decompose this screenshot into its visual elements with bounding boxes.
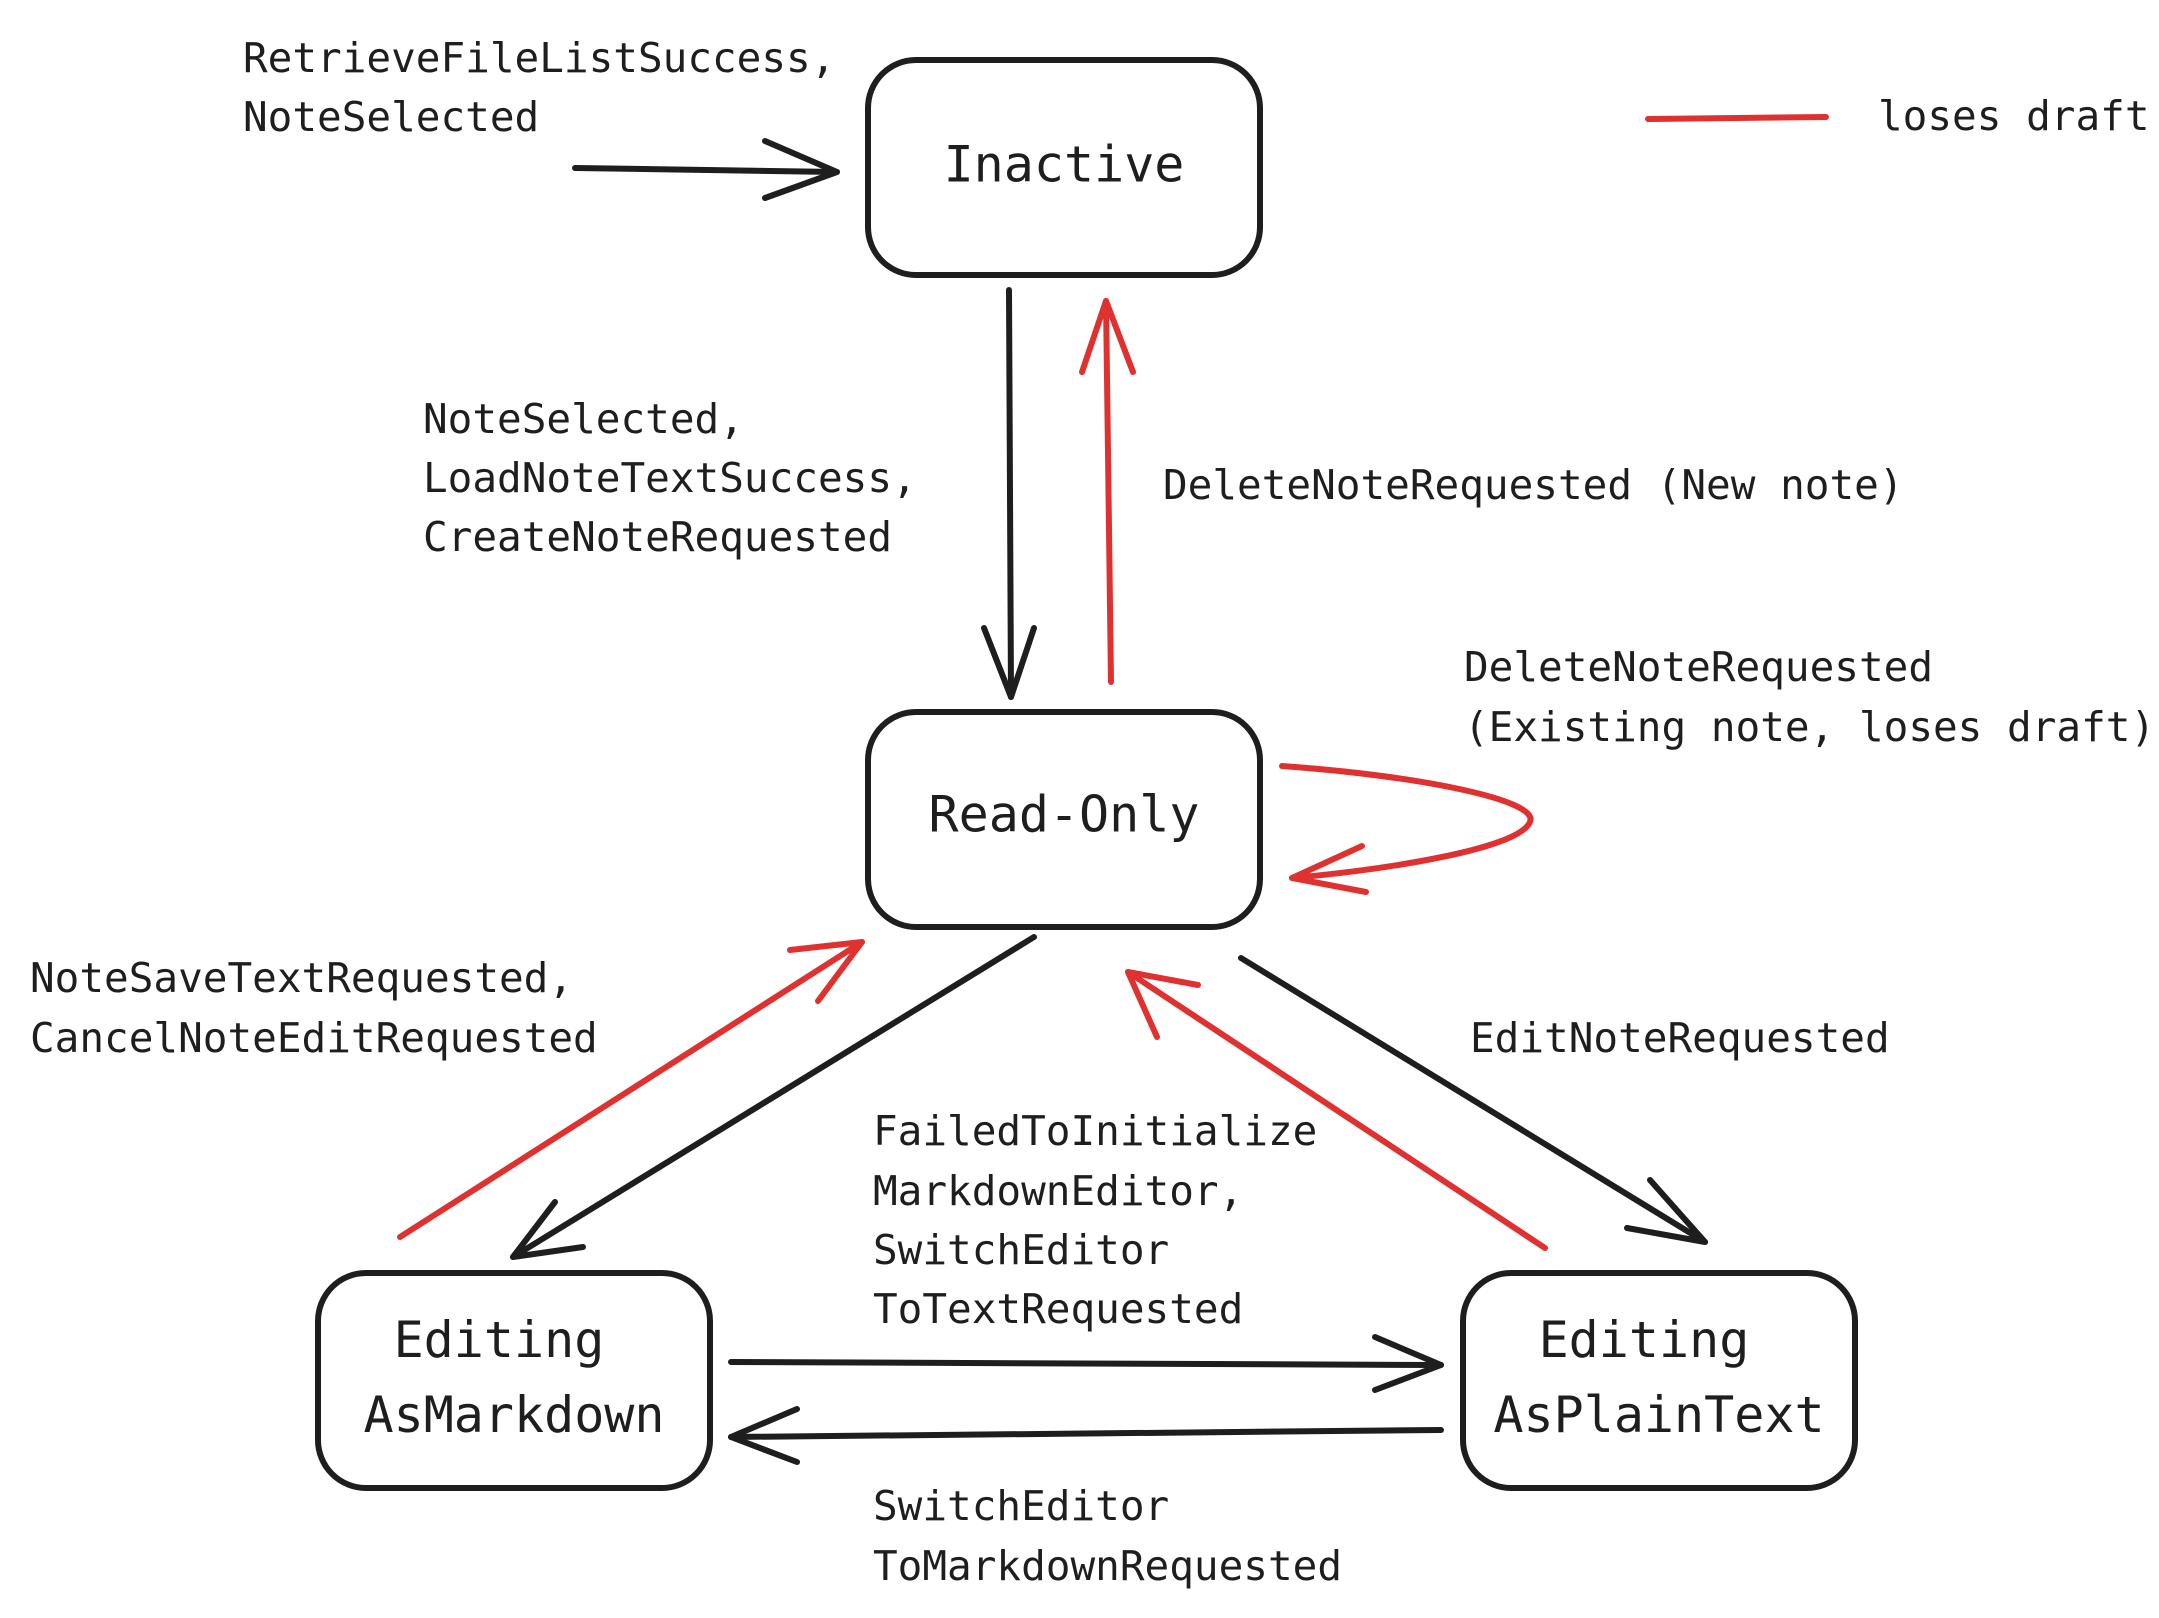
inactive-to-readonly-arrowhead	[981, 625, 1037, 700]
plaintext-to-readonly-arrow	[1125, 969, 1548, 1251]
state-inactive: Inactive	[865, 57, 1263, 278]
readonly-to-inactive-arrowhead	[1079, 298, 1136, 375]
plaintext-to-readonly-arrowhead	[1125, 969, 1201, 1040]
plaintext-to-readonly-transition	[1125, 969, 1548, 1251]
readonly-to-inactive-transition: DeleteNoteRequested (New note)	[1079, 298, 1904, 685]
state-editing-plaintext-label: Editing AsPlainText	[1493, 1311, 1824, 1444]
readonly-to-markdown-arrow	[510, 934, 1037, 1260]
markdown-to-readonly-arrow	[397, 939, 865, 1240]
readonly-self-transition: DeleteNoteRequested (Existing note, lose…	[1279, 643, 2155, 895]
entry-arrow	[572, 165, 840, 175]
readonly-self-arrowhead	[1289, 843, 1369, 895]
legend-red-line	[1645, 114, 1829, 122]
entry-label: RetrieveFileListSuccess, NoteSelected	[243, 34, 860, 141]
inactive-to-readonly-arrow	[1006, 287, 1014, 700]
inactive-to-readonly-label: NoteSelected, LoadNoteTextSuccess, Creat…	[423, 395, 941, 561]
readonly-to-plaintext-arrow	[1238, 955, 1708, 1245]
readonly-to-markdown-arrowhead	[510, 1199, 586, 1260]
plaintext-to-markdown-label: SwitchEditor ToMarkdownRequested	[873, 1482, 1342, 1590]
readonly-to-markdown-transition	[510, 934, 1037, 1260]
inactive-to-readonly-transition: NoteSelected, LoadNoteTextSuccess, Creat…	[423, 287, 1037, 700]
markdown-to-readonly-transition: NoteSaveTextRequested, CancelNoteEditReq…	[30, 939, 865, 1240]
markdown-to-plaintext-label: FailedToInitialize MarkdownEditor, Switc…	[873, 1107, 1342, 1333]
state-read-only: Read-Only	[865, 709, 1263, 930]
markdown-to-plaintext-transition: FailedToInitialize MarkdownEditor, Switc…	[728, 1107, 1444, 1393]
plaintext-to-markdown-arrowhead	[728, 1406, 800, 1465]
legend-label: loses draft	[1878, 92, 2150, 140]
readonly-self-label: DeleteNoteRequested (Existing note, lose…	[1464, 643, 2155, 751]
markdown-to-readonly-arrowhead	[787, 939, 865, 1004]
entry-transition: RetrieveFileListSuccess, NoteSelected	[243, 34, 860, 201]
readonly-to-plaintext-transition: EditNoteRequested	[1238, 955, 1890, 1245]
entry-arrowhead	[762, 138, 840, 201]
markdown-to-plaintext-arrow	[728, 1359, 1444, 1368]
readonly-to-inactive-label: DeleteNoteRequested (New note)	[1163, 461, 1904, 509]
readonly-to-plaintext-arrowhead	[1624, 1177, 1708, 1245]
state-editing-markdown-label: Editing AsMarkdown	[363, 1311, 664, 1444]
state-editing-plaintext: Editing AsPlainText	[1460, 1270, 1858, 1491]
markdown-to-readonly-label: NoteSaveTextRequested, CancelNoteEditReq…	[30, 954, 598, 1062]
plaintext-to-markdown-arrow	[728, 1427, 1444, 1440]
state-editing-markdown: Editing AsMarkdown	[315, 1270, 713, 1491]
readonly-self-arrow	[1279, 763, 1534, 881]
readonly-to-inactive-arrow	[1103, 298, 1114, 685]
state-inactive-label: Inactive	[944, 136, 1185, 194]
markdown-to-plaintext-arrowhead	[1372, 1334, 1444, 1393]
state-read-only-label: Read-Only	[929, 786, 1200, 844]
readonly-to-plaintext-label: EditNoteRequested	[1470, 1014, 1890, 1062]
plaintext-to-markdown-transition: SwitchEditor ToMarkdownRequested	[728, 1406, 1444, 1590]
legend: loses draft	[1645, 92, 2150, 140]
